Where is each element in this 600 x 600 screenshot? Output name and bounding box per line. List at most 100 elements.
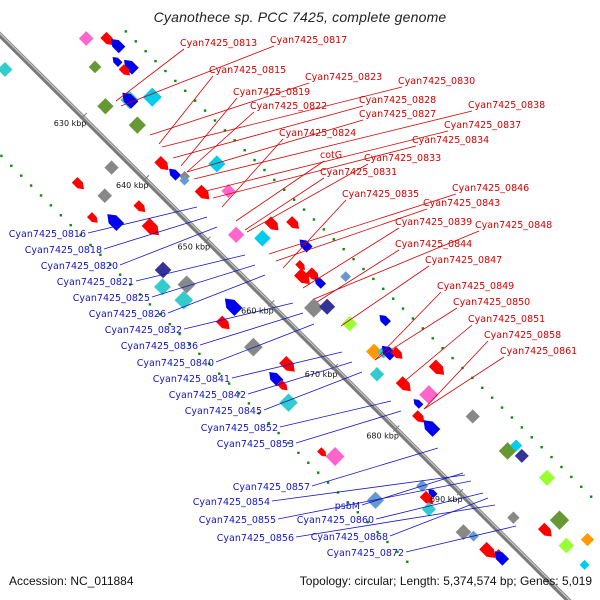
gc-tick [109,263,112,266]
reverse-gene [169,168,182,181]
backbone [0,31,572,600]
gc-tick [490,396,494,399]
reverse-label-connector [167,274,266,314]
gc-tick [257,412,261,415]
forward-gene-label: Cyan7425_0846 [452,183,529,194]
gene-feature [128,116,146,134]
reverse-label-connector [279,400,392,428]
forward-gene [141,217,159,236]
reverse-gene [107,214,125,231]
gc-tick [213,119,217,122]
gene-feature [366,343,383,360]
gc-tick [89,243,92,247]
gene-feature [0,62,13,77]
gc-tick [441,346,444,350]
reverse-gene-label: psbM [335,501,360,512]
gc-tick [59,214,63,217]
gc-tick [550,455,553,459]
backbone-line [0,31,572,600]
gc-tick [10,164,13,167]
gc-tick [168,322,171,326]
reverse-label-connector [277,480,472,520]
gc-tick [144,50,147,53]
scale-tick-label: 680 kbp [366,431,399,440]
reverse-gene [428,488,438,499]
scale-tick-label: 630 kbp [54,119,87,128]
forward-gene [71,177,84,190]
gene-feature [154,278,171,296]
forward-gene [537,522,552,537]
scale-tick-mark [267,299,275,307]
forward-gene [395,376,411,392]
forward-gene-label: Cyan7425_0847 [425,255,502,266]
reverse-gene [112,57,123,67]
reverse-gene-label: Cyan7425_0821 [57,277,134,288]
forward-gene-label: Cyan7425_0848 [475,220,552,231]
reverse-gene [413,399,424,409]
reverse-gene [423,420,441,437]
reverse-gene-label: Cyan7425_0836 [121,341,198,352]
gene-features [0,31,595,570]
gc-tick [253,158,256,162]
gc-tick [307,461,310,464]
reverse-label-connector [231,351,343,379]
gc-tick [570,475,573,479]
gc-tick [164,69,167,73]
reverse-gene-label: Cyan7425_0820 [41,261,118,272]
gc-tick [0,154,3,158]
reverse-label-connector [135,254,246,282]
gc-tick [287,441,290,445]
reverse-label-connector [151,264,256,298]
forward-gene-label: Cyan7425_0837 [444,120,521,131]
forward-gene-label: Cyan7425_0823 [305,72,382,83]
reverse-label-connector [405,525,517,553]
reverse-gene-label: Cyan7425_0853 [217,439,294,450]
gc-tick [297,451,300,455]
gc-tick [134,40,137,43]
forward-label-connector [186,111,255,173]
gc-tick [560,465,563,469]
forward-gene [295,260,305,270]
scale-tick-mark [331,363,339,371]
gene-feature [177,275,196,294]
forward-gene-label: Cyan7425_0834 [412,135,489,146]
gc-tick [481,386,484,389]
reverse-gene-label: Cyan7425_0832 [105,325,182,336]
forward-label-connector [212,145,417,199]
reverse-gene-label: Cyan7425_0868 [311,532,388,543]
gc-tick [302,208,306,211]
gc-tick [283,188,286,192]
gc-tick [29,184,33,187]
gene-feature [538,469,556,486]
gc-tick [580,485,583,488]
forward-gene-label: Cyan7425_0830 [398,76,475,87]
gc-tick [148,303,152,306]
reverse-gene-label: Cyan7425_0841 [153,374,230,385]
forward-gene-label: Cyan7425_0831 [320,167,397,178]
gc-tick [174,79,177,83]
gc-tick [39,194,43,197]
forward-gene-label: Cyan7425_0843 [423,198,500,209]
forward-label-connector [246,163,369,233]
reverse-gene-label: Cyan7425_0855 [199,515,276,526]
reverse-label-connector [389,497,489,537]
gc-tick [128,283,132,286]
forward-gene-label: Cyan7425_0822 [250,101,327,112]
gc-tick [223,129,227,132]
scale-tick-mark [142,174,150,182]
reverse-label-connector [295,410,402,444]
gene-feature [227,226,245,244]
gene-feature [421,502,437,517]
gc-tick [119,273,122,276]
gc-tick [227,382,231,385]
forward-gene [133,200,146,212]
forward-label-connector [275,208,428,262]
gc-tick [247,402,251,405]
forward-label-connector [313,230,480,300]
gene-feature [549,510,570,530]
gc-tick [520,426,524,429]
gene-feature [97,98,114,115]
reverse-gene [111,39,126,54]
forward-gene-label: Cyan7425_0844 [395,239,472,250]
